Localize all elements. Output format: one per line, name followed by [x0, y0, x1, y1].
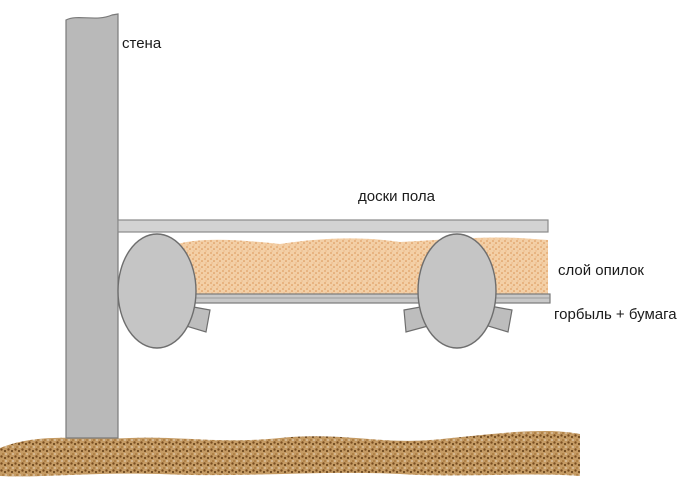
label-floor-boards: доски пола	[358, 188, 435, 205]
wall	[65, 13, 119, 439]
label-slab-paper: горбыль + бумага	[554, 306, 677, 323]
ground-soil	[0, 430, 580, 477]
label-sawdust-layer: слой опилок	[558, 262, 644, 279]
circle-log-icon	[117, 233, 197, 349]
label-wall: стена	[122, 35, 162, 52]
floor-boards	[117, 219, 549, 233]
circle-log-icon	[417, 233, 497, 349]
